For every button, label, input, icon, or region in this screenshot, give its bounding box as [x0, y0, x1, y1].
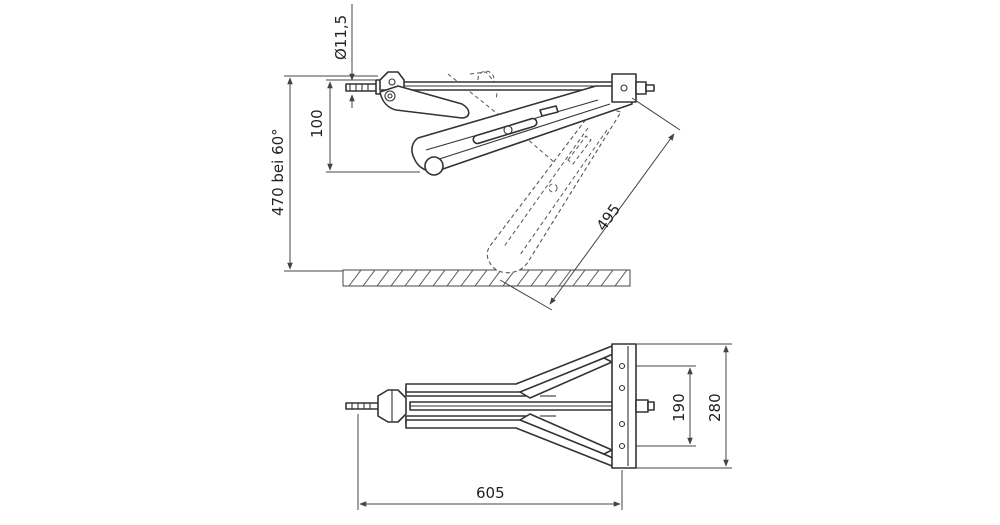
dim-100-label: 100	[308, 109, 326, 138]
top-coupling	[377, 389, 407, 423]
main-leg	[411, 85, 633, 176]
dim-280: 280	[636, 343, 732, 469]
dim-diameter-label: Ø11,5	[332, 15, 350, 60]
dim-470-label: 470 bei 60°	[269, 128, 287, 216]
dim-190-label: 190	[670, 393, 688, 422]
dim-100: 100	[308, 79, 420, 173]
dim-diameter: Ø11,5	[332, 4, 355, 108]
dim-605-label: 605	[476, 484, 505, 502]
head-bracket	[611, 73, 655, 103]
ground-plate	[342, 269, 631, 287]
dim-495-label: 495	[593, 201, 624, 235]
dim-470: 470 bei 60°	[269, 75, 378, 272]
top-view: 190 280 605	[345, 343, 732, 510]
dim-605: 605	[357, 414, 623, 510]
dim-280-label: 280	[706, 393, 724, 422]
dim-190: 190	[636, 365, 696, 447]
top-head-plate	[611, 343, 655, 469]
top-inner-rails	[405, 387, 627, 425]
side-view: Ø11,5 100 470 bei 60° 495	[269, 4, 681, 311]
top-spindle-rod	[345, 402, 381, 410]
upper-link-arm	[379, 85, 470, 119]
